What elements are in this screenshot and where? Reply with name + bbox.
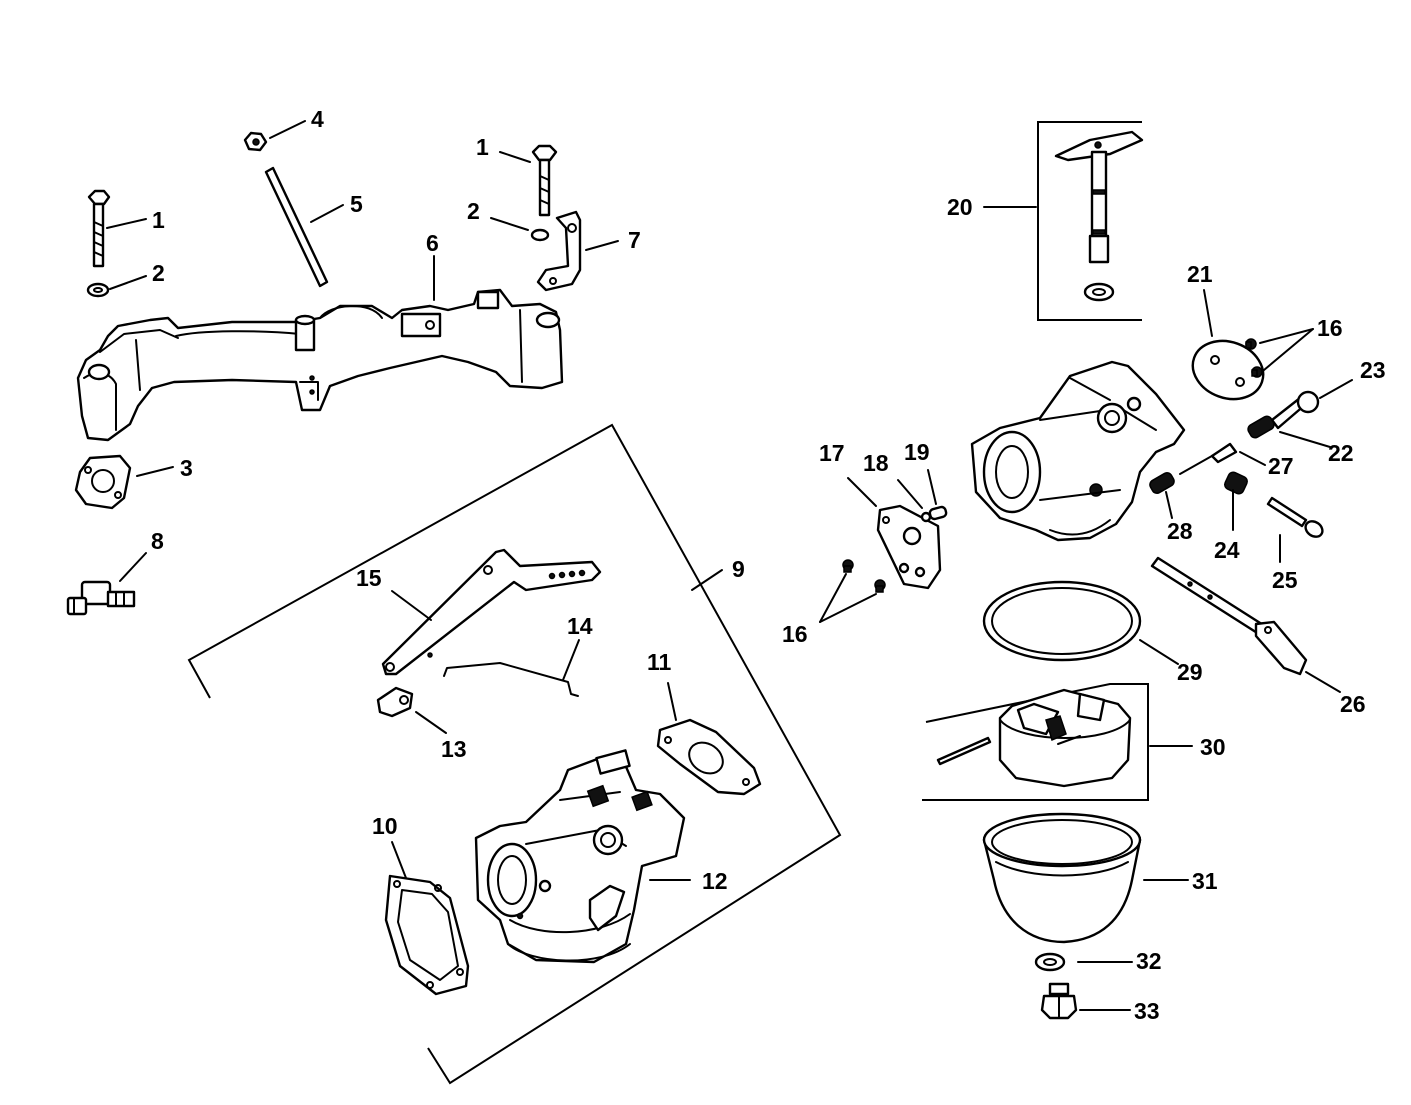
carb-flange-gasket (656, 718, 762, 796)
callout-22: 22 (1328, 440, 1354, 466)
bracket (536, 210, 582, 292)
callout-15: 15 (356, 565, 382, 591)
callout-20: 20 (947, 194, 973, 220)
callout-17: 17 (819, 440, 845, 466)
ball-check (920, 511, 932, 523)
link-rod (443, 662, 579, 697)
elbow-fitting (66, 580, 136, 616)
stud (264, 166, 329, 288)
check-spring (928, 505, 948, 521)
needle-valve (1179, 442, 1238, 475)
bolt-left (87, 189, 111, 268)
drain-plug (1040, 982, 1078, 1020)
callout-labels: 1 2 3 4 5 6 1 2 7 8 9 15 14 11 13 10 12 … (151, 106, 1386, 1024)
callout-30: 30 (1200, 734, 1226, 760)
callout-31: 31 (1192, 868, 1218, 894)
mixture-spring (1224, 471, 1248, 495)
manifold-gasket (74, 454, 132, 510)
callout-32: 32 (1136, 948, 1162, 974)
washer-right (530, 228, 550, 242)
float-bowl (982, 812, 1142, 944)
callout-13: 13 (441, 736, 467, 762)
callout-6: 6 (426, 230, 439, 256)
idle-speed-screw (1270, 390, 1320, 430)
bolt-right (531, 144, 558, 217)
group-frame-20 (1037, 121, 1142, 321)
carb-body-gasket (384, 874, 470, 996)
washer-left (86, 282, 110, 298)
leader-lines (106, 120, 1353, 1011)
callout-2-right: 2 (467, 198, 480, 224)
callout-33: 33 (1134, 998, 1160, 1024)
callout-10: 10 (372, 813, 398, 839)
callout-14: 14 (567, 613, 593, 639)
callout-1-right: 1 (476, 134, 489, 160)
float (998, 688, 1132, 788)
lever-clip (376, 686, 414, 718)
choke-shaft (1150, 556, 1308, 676)
bowl-gasket (982, 580, 1142, 662)
bowl-washer (1034, 952, 1066, 972)
carburetor-body (970, 360, 1186, 542)
callout-8: 8 (151, 528, 164, 554)
callout-16-lower: 16 (782, 621, 808, 647)
idle-screw-spring (1247, 415, 1275, 439)
callout-3: 3 (180, 455, 193, 481)
cover-plate-top (1191, 339, 1265, 401)
callout-7: 7 (628, 227, 641, 253)
carburetor-assembly (474, 749, 686, 964)
float-pin (936, 736, 992, 766)
callout-4: 4 (311, 106, 324, 132)
callout-1-left: 1 (152, 207, 165, 233)
callout-11: 11 (647, 649, 672, 675)
screws-lower (842, 559, 886, 593)
mixture-screw (1266, 496, 1324, 538)
nut (243, 131, 268, 152)
screws-top (1245, 338, 1263, 378)
throttle-shaft (1054, 130, 1144, 302)
cover-plate-lower (876, 504, 942, 590)
throttle-lever (381, 548, 602, 676)
needle-spring (1149, 472, 1175, 494)
callout-28: 28 (1167, 518, 1193, 544)
callout-12: 12 (702, 868, 728, 894)
callout-29: 29 (1177, 659, 1203, 685)
callout-2-left: 2 (152, 260, 165, 286)
callout-16-top: 16 (1317, 315, 1343, 341)
callout-25: 25 (1272, 567, 1298, 593)
callout-24: 24 (1214, 537, 1240, 563)
callout-21: 21 (1187, 261, 1213, 287)
callout-26: 26 (1340, 691, 1366, 717)
callout-18: 18 (863, 450, 889, 476)
callout-23: 23 (1360, 357, 1386, 383)
callout-9: 9 (732, 556, 745, 582)
intake-manifold (76, 288, 564, 442)
callout-19: 19 (904, 439, 930, 465)
callout-27: 27 (1268, 453, 1294, 479)
group-frame-9 (187, 423, 842, 1085)
callout-5: 5 (350, 191, 363, 217)
